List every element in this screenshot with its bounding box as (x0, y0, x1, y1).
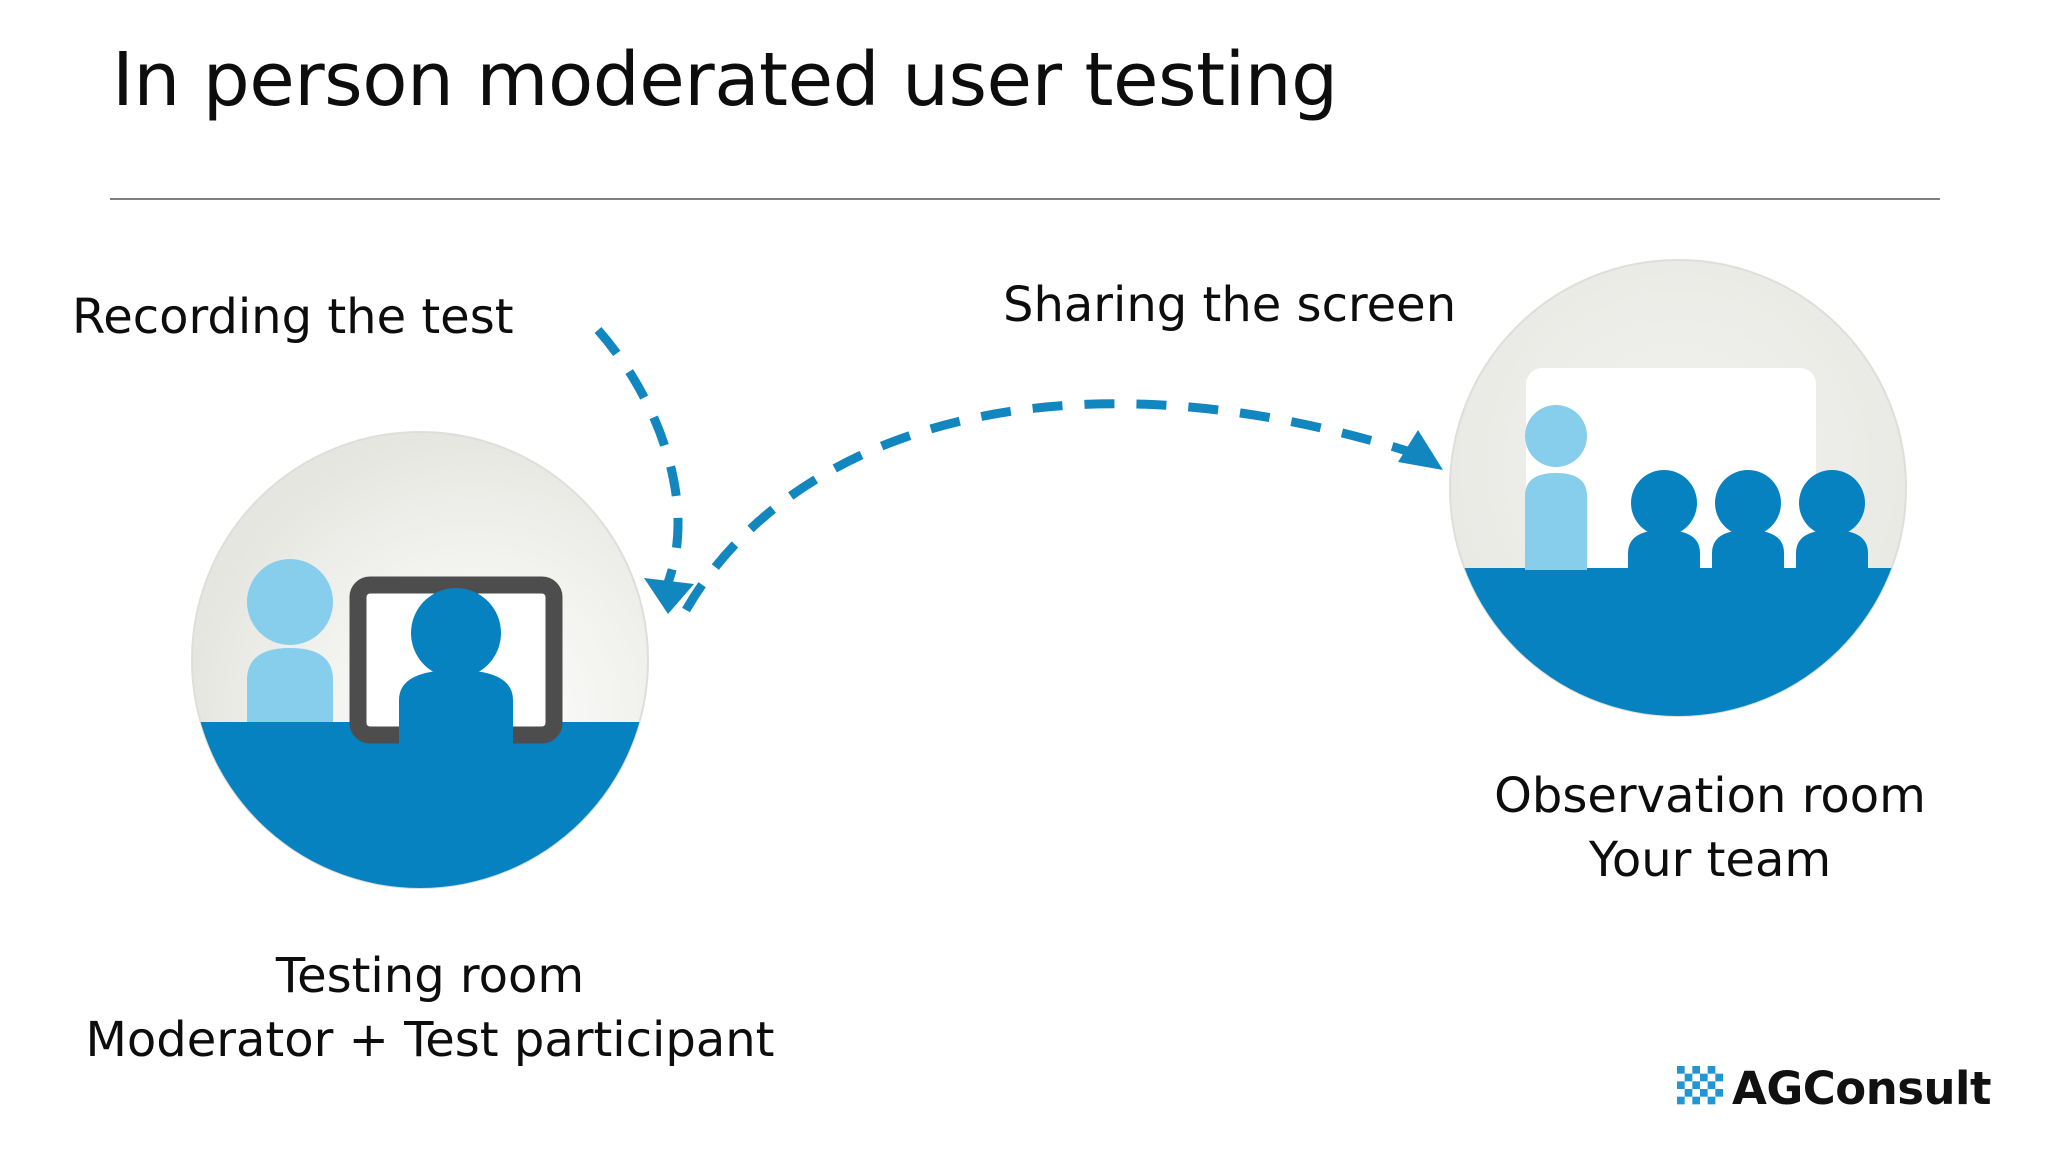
testing-room-caption: Testing room Moderator + Test participan… (0, 945, 860, 1073)
observation-room-illustration (1448, 258, 1908, 718)
testing-room-illustration (190, 430, 650, 890)
testing-room-caption-line-2: Moderator + Test participant (85, 1011, 775, 1068)
sharing-arrowhead (1398, 430, 1443, 470)
test-participant-figure (399, 588, 513, 762)
presenter-figure (1525, 405, 1587, 570)
observation-room-caption-line-2: Your team (1588, 831, 1832, 888)
agconsult-logo: AGConsult (1676, 1062, 1992, 1115)
observer-figure-1 (1628, 470, 1700, 570)
observer-figure-2 (1712, 470, 1784, 570)
observer-figure-3 (1796, 470, 1868, 570)
page-title: In person moderated user testing (112, 37, 1338, 123)
logo-wordmark: AGConsult (1732, 1062, 1992, 1115)
observation-room-caption-line-1: Observation room (1494, 768, 1926, 824)
sharing-arrow (682, 399, 1422, 613)
recording-the-test-label: Recording the test (72, 289, 514, 345)
observation-room-icon (1449, 259, 1907, 717)
testing-room-caption-line-1: Testing room (275, 948, 585, 1004)
recording-arrowhead (644, 578, 694, 614)
testing-room-icon (191, 431, 649, 889)
checkerboard-icon (1677, 1065, 1723, 1104)
sharing-the-screen-label: Sharing the screen (1003, 277, 1457, 333)
title-divider (110, 198, 1940, 200)
scene-floor (1450, 568, 1906, 716)
moderator-figure (247, 559, 333, 722)
observation-room-caption: Observation room Your team (1330, 765, 2048, 893)
